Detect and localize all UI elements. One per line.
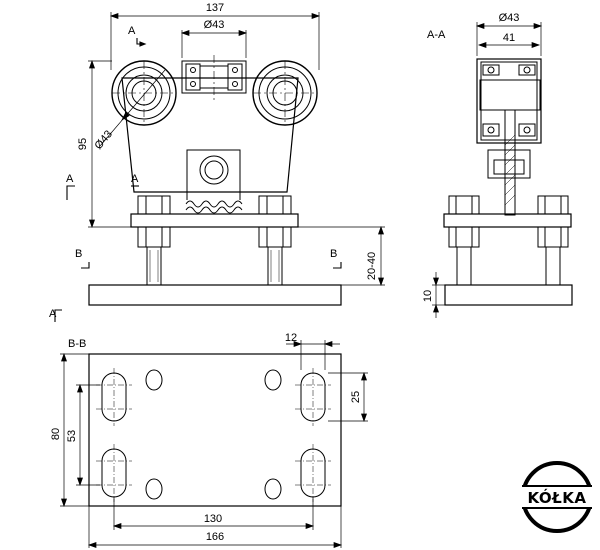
dim-wheel-diameter-side-label: Ø43 [92, 128, 115, 152]
centre-wheel [181, 55, 247, 100]
bolt-bracket [186, 149, 241, 200]
dim-bb-slot-width [286, 340, 340, 370]
aa-bracket [487, 149, 531, 179]
dim-aa-wheel-diameter [475, 22, 543, 56]
bb-plate-outline [88, 353, 342, 507]
dim-overall-width-label: 137 [206, 2, 224, 14]
upper-plate [130, 213, 299, 228]
dim-wheel-diameter-top-label: Ø43 [204, 19, 225, 31]
nut-right-bottom [258, 226, 292, 248]
bb-hole-1 [145, 369, 163, 391]
dim-bb-hole-spacing-horizontal [112, 497, 315, 530]
dim-overall-width [109, 12, 321, 70]
spring [185, 200, 243, 214]
dim-bb-slot-length [328, 371, 368, 423]
dim-aa-inner-width-label: 41 [503, 32, 515, 44]
dim-bb-hole-spacing-vertical [76, 383, 100, 487]
section-a-label-bottom: A [49, 308, 57, 320]
bb-hole-4 [264, 478, 282, 500]
kolka-logo: KÓŁKA [520, 461, 594, 533]
dim-aa-inner-width [477, 42, 541, 48]
aa-plate [443, 213, 572, 228]
dim-height-label: 95 [77, 138, 89, 150]
aa-web [504, 109, 516, 216]
dim-bb-plate-width [87, 506, 343, 548]
stud-left [146, 246, 162, 286]
dim-height [88, 59, 131, 229]
section-a-label-top: A [128, 25, 136, 37]
bb-hole-3 [264, 369, 282, 391]
dim-bb-plate-width-label: 166 [206, 531, 224, 543]
dim-adjust-range [298, 225, 385, 287]
section-b-label-right: B [330, 248, 337, 260]
nut-left-top [137, 195, 171, 215]
left-wheel [111, 60, 177, 126]
section-marker-a [54, 38, 147, 322]
bb-centre-lines [96, 368, 331, 502]
dim-wheel-diameter-top [180, 30, 248, 58]
aa-base-plate [444, 284, 573, 306]
base-plate [88, 284, 342, 306]
aa-hatch [504, 134, 516, 206]
dim-aa-plate-thickness-label: 10 [422, 290, 434, 302]
dim-bb-plate-height-label: 80 [50, 428, 62, 440]
nut-left-bottom [137, 226, 171, 248]
dim-aa-wheel-diameter-label: Ø43 [499, 12, 520, 24]
nut-right-top [258, 195, 292, 215]
logo-brand-text: KÓŁKA [527, 488, 586, 507]
section-a-label-left: A [66, 173, 74, 185]
body-plate [121, 77, 299, 193]
dim-bb-hole-spacing-horizontal-label: 130 [204, 513, 222, 525]
bb-hole-2 [145, 478, 163, 500]
dim-bb-hole-spacing-vertical-label: 53 [66, 430, 78, 442]
section-bb-title: B-B [68, 338, 86, 350]
stud-right [267, 246, 283, 286]
section-b-label-left: B [75, 248, 82, 260]
dim-aa-plate-thickness [432, 272, 445, 318]
section-bb-view: B-B 12 [50, 332, 368, 548]
dim-adjust-range-label: 20-40 [366, 252, 378, 280]
aa-roller [476, 58, 542, 144]
dim-bb-slot-length-label: 25 [350, 391, 362, 403]
dim-bb-slot-width-label: 12 [285, 332, 297, 344]
right-wheel [252, 60, 318, 126]
section-aa-view: Ø43 41 10 A-A [422, 12, 573, 318]
front-view: 137 Ø43 95 Ø43 20-40 [49, 2, 385, 322]
section-marker-b [81, 262, 342, 269]
dim-wheel-diameter-side [99, 69, 166, 147]
section-a-label-mid: A [131, 173, 139, 185]
dim-bb-plate-height [60, 352, 89, 508]
section-aa-title: A-A [427, 29, 446, 41]
